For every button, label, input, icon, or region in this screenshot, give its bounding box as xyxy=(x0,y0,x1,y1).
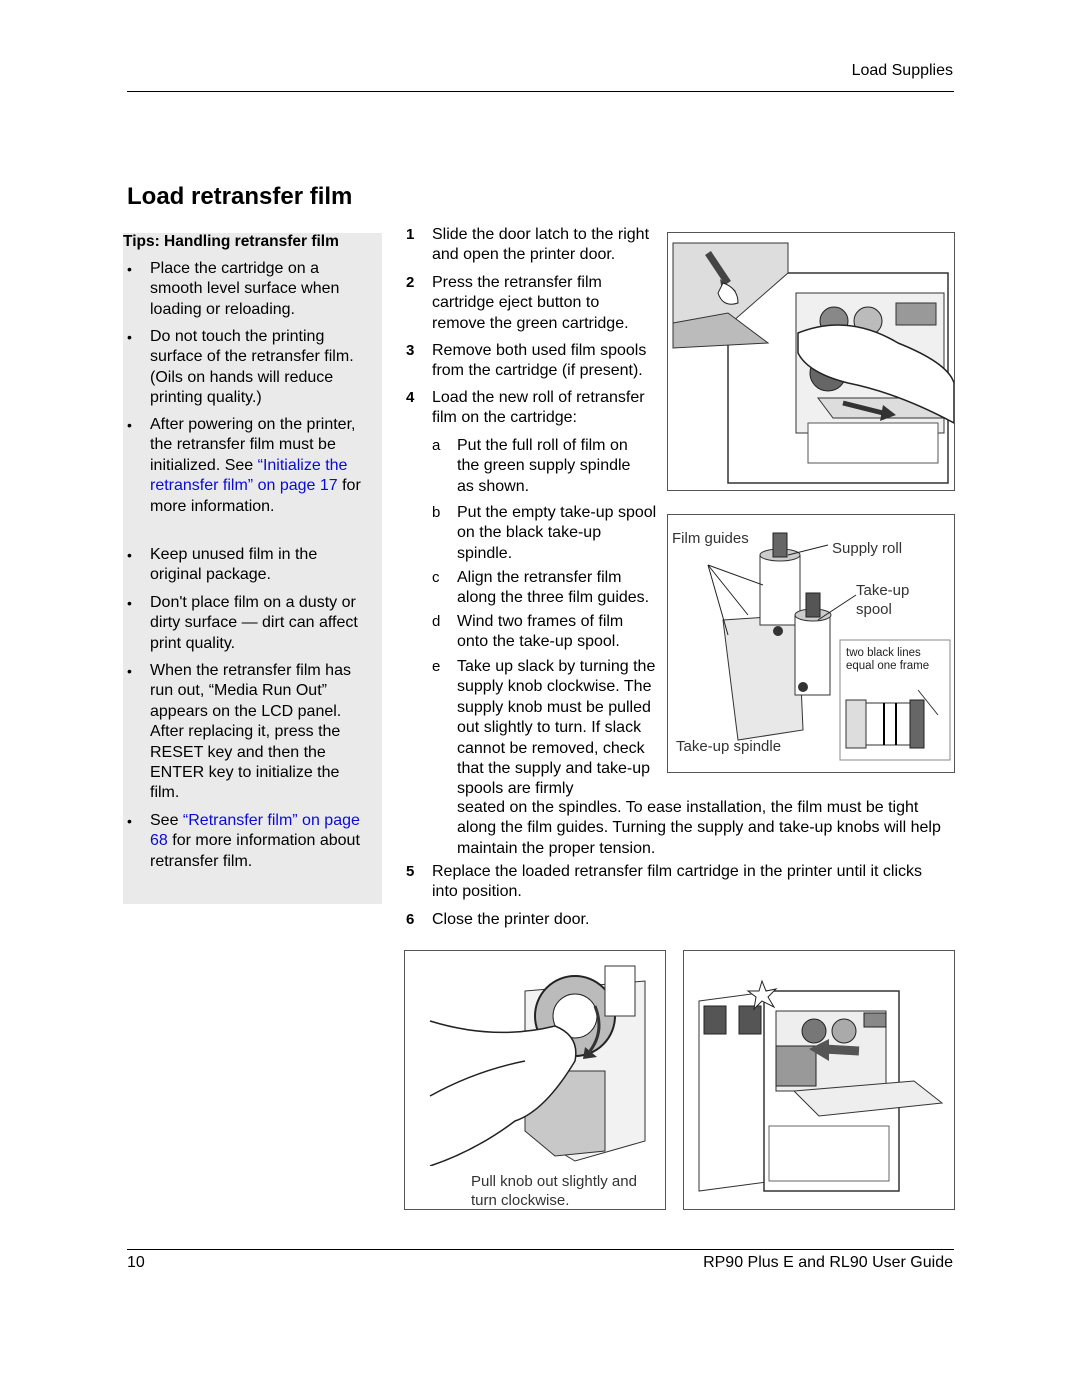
substep-b: b Put the empty take-up spool on the bla… xyxy=(432,504,657,562)
step-1: 1 Slide the door latch to the right and … xyxy=(406,226,650,264)
bullet-icon: • xyxy=(127,547,132,563)
knob-figure: Pull knob out slightly and turn clockwis… xyxy=(404,950,666,1210)
bullet-icon: • xyxy=(127,595,132,611)
printer-door-figure xyxy=(667,232,955,491)
step-3: 3 Remove both used film spools from the … xyxy=(406,342,647,380)
substep-e: e Take up slack by turning the supply kn… xyxy=(432,658,656,798)
cartridge-illustration xyxy=(707,532,951,761)
tip-item: • Do not touch the printing surface of t… xyxy=(127,328,354,407)
tip-item: • When the retransfer film has run out, … xyxy=(127,662,351,802)
tip-item: • Keep unused film in the original packa… xyxy=(127,546,318,584)
bullet-icon: • xyxy=(127,329,132,345)
supply-roll-label: Supply roll xyxy=(832,540,903,557)
two-black-lines-label: two black lines equal one frame xyxy=(846,647,930,672)
tip-item: • See “Retransfer film” on page 68 for m… xyxy=(127,812,360,870)
page-number: 10 xyxy=(127,1254,145,1271)
close-door-figure xyxy=(683,950,955,1210)
bullet-icon: • xyxy=(127,813,132,829)
step-4: 4 Load the new roll of retransfer film o… xyxy=(406,389,645,427)
tip-item: • Don't place film on a dusty or dirty s… xyxy=(127,594,358,652)
initialize-film-link[interactable]: “Initialize the retransfer film” on page… xyxy=(150,456,348,495)
tips-heading: Tips: Handling retransfer film xyxy=(123,233,339,250)
header-rule xyxy=(127,91,954,92)
step-2: 2 Press the retransfer film cartridge ej… xyxy=(406,274,629,332)
substep-e-continued: seated on the spindles. To ease installa… xyxy=(457,799,941,857)
running-header: Load Supplies xyxy=(851,62,953,79)
knob-caption: Pull knob out slightly and turn clockwis… xyxy=(471,1173,637,1209)
tip-item: • After powering on the printer, the ret… xyxy=(127,416,361,515)
step-5: 5 Replace the loaded retransfer film car… xyxy=(406,863,922,901)
footer-rule xyxy=(127,1249,954,1250)
tips-panel: Tips: Handling retransfer film • Place t… xyxy=(123,233,382,904)
close-door-illustration xyxy=(698,979,944,1192)
page-title: Load retransfer film xyxy=(127,183,353,210)
printer-door-illustration xyxy=(672,242,954,484)
substep-d: d Wind two frames of film onto the take-… xyxy=(432,613,624,651)
bullet-icon: • xyxy=(127,417,132,433)
cartridge-figure: Film guides Supply roll Take-up spool tw… xyxy=(667,514,955,773)
substep-a: a Put the full roll of film on the green… xyxy=(432,437,631,495)
bullet-icon: • xyxy=(127,261,132,277)
tip-item: • Place the cartridge on a smooth level … xyxy=(127,260,340,318)
guide-title: RP90 Plus E and RL90 User Guide xyxy=(703,1254,953,1271)
film-guides-label: Film guides xyxy=(672,530,749,547)
takeup-spool-label: Take-up spool xyxy=(856,582,910,618)
step-6: 6 Close the printer door. xyxy=(406,911,590,928)
knob-illustration xyxy=(429,965,646,1166)
substep-c: c Align the retransfer film along the th… xyxy=(432,569,650,607)
bullet-icon: • xyxy=(127,663,132,679)
retransfer-film-link[interactable]: “Retransfer film” on page 68 xyxy=(150,812,360,850)
takeup-spindle-label: Take-up spindle xyxy=(676,738,782,755)
